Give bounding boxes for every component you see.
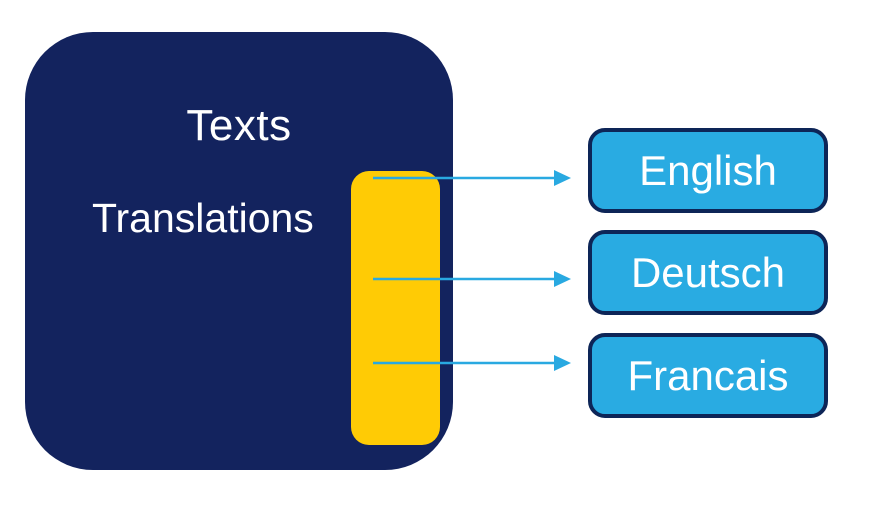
- language-box-english: English: [588, 128, 828, 213]
- language-box-deutsch-label: Deutsch: [630, 248, 786, 296]
- language-box-deutsch: Deutsch: [588, 230, 828, 315]
- texts-panel-title: Texts: [186, 101, 292, 150]
- language-box-francais-label: Francais: [627, 351, 789, 399]
- texts-panel: Texts Translations: [25, 32, 453, 470]
- translations-highlight-bar: [351, 171, 440, 445]
- language-box-english-label: English: [639, 146, 777, 194]
- language-box-francais: Francais: [588, 333, 828, 418]
- translations-label: Translations: [92, 195, 314, 241]
